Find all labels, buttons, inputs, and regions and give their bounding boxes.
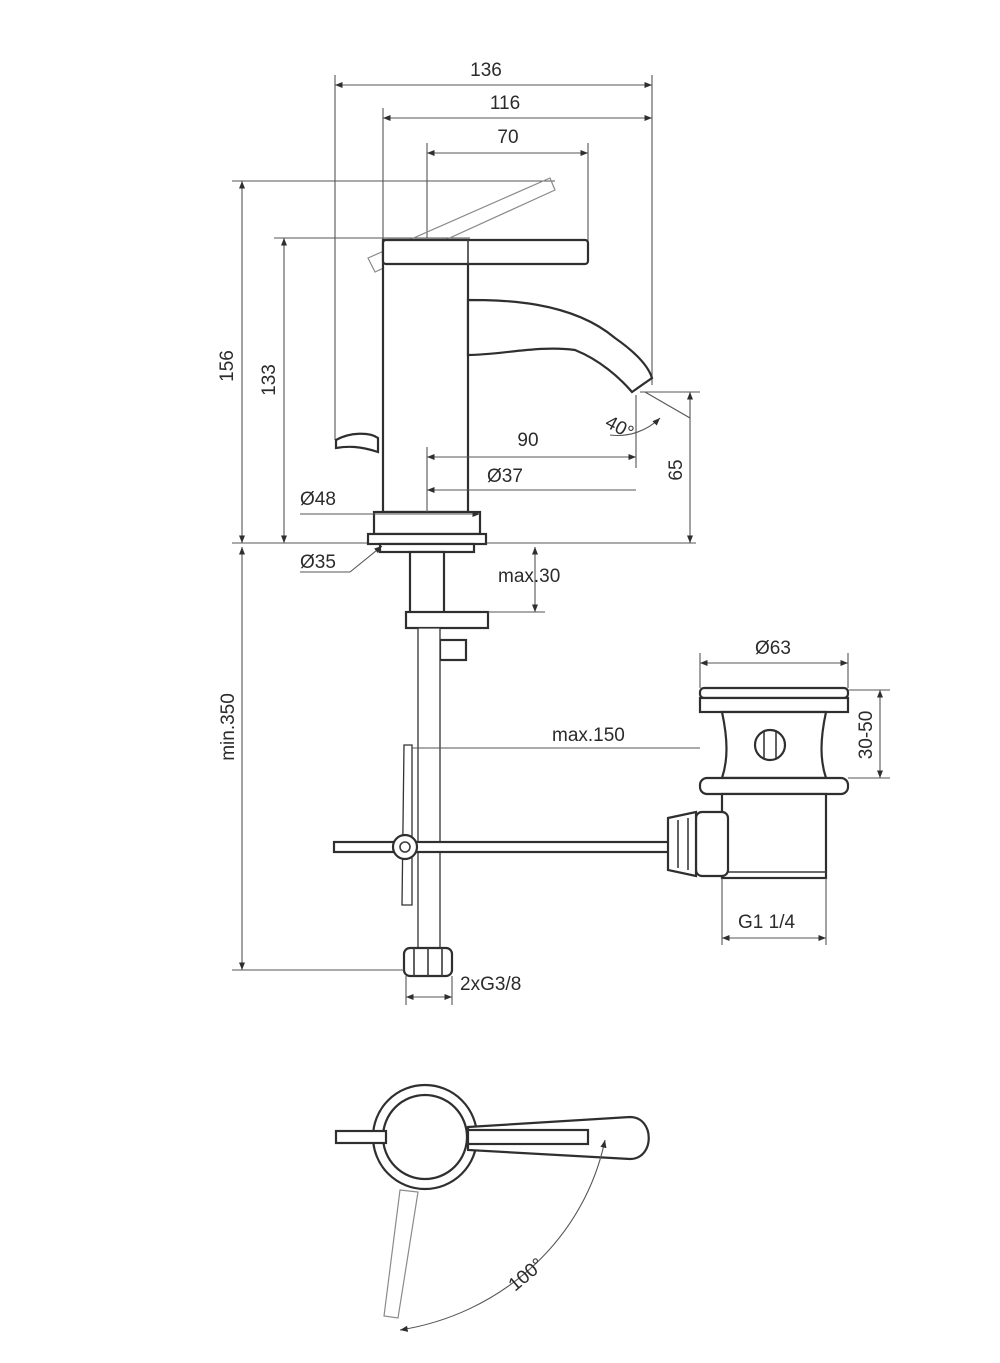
dimension-dia37: Ø37 <box>427 466 636 494</box>
dimension-90-label: 90 <box>517 430 538 451</box>
g1-1-4-label: G1 1/4 <box>738 912 795 933</box>
hose-1 <box>417 627 441 949</box>
dimension-136-label: 136 <box>470 60 502 81</box>
min350-label: min.350 <box>218 693 239 761</box>
dimension-dia35: Ø35 <box>300 545 383 573</box>
dimension-min350: min.350 <box>218 547 404 971</box>
max30-label: max.30 <box>498 566 560 587</box>
dimension-136: 136 <box>334 60 653 440</box>
fixing-nut <box>438 638 468 662</box>
dia35-label: Ø35 <box>300 552 336 573</box>
g3-8-label: 2xG3/8 <box>460 974 521 995</box>
linkage-nut <box>666 810 698 878</box>
30-50-label: 30-50 <box>856 711 877 760</box>
angle-40-label: 40° <box>602 412 637 444</box>
popup-linkage <box>332 833 676 861</box>
dimension-133: 133 <box>259 237 470 543</box>
shank <box>408 550 446 616</box>
dimension-max150: max.150 <box>440 725 700 749</box>
waste-drain <box>666 686 850 880</box>
dimension-dia63: Ø63 <box>699 638 849 688</box>
popup-horizontal-rod <box>332 840 676 854</box>
faucet-spout <box>466 298 654 394</box>
base-plate <box>366 532 488 546</box>
base-gasket <box>378 542 476 554</box>
top-view-lever <box>466 1128 590 1146</box>
faucet-top-view: 100° <box>334 1083 650 1332</box>
popup-rod-vertical <box>401 744 413 906</box>
drain-tail <box>720 792 828 880</box>
dimension-116: 116 <box>382 93 652 240</box>
dimension-65-label: 65 <box>666 459 687 480</box>
fixing-plate <box>404 610 490 630</box>
top-view-body-inner <box>381 1093 469 1181</box>
dimension-angle-40: 40° <box>602 391 691 444</box>
top-view-lever-ghost <box>383 1189 419 1319</box>
overflow-hole <box>753 728 787 762</box>
dimension-70: 70 <box>426 127 589 260</box>
faucet-side-view <box>334 177 654 554</box>
faucet-body <box>381 238 470 514</box>
dimension-30-50: 30-50 <box>848 689 890 779</box>
hose-connector-nut <box>402 946 454 978</box>
dimension-133-label: 133 <box>259 364 280 396</box>
drain-nut <box>698 776 850 796</box>
base-ring <box>372 510 482 536</box>
drain-flange <box>698 696 850 714</box>
lever-open-ghost <box>367 177 556 273</box>
flexible-hoses <box>401 627 441 949</box>
dia63-label: Ø63 <box>755 638 791 659</box>
top-view-rod <box>334 1129 388 1145</box>
dimension-156-label: 156 <box>217 350 238 382</box>
threaded-shank <box>404 550 490 662</box>
popup-rod-handle <box>334 432 380 454</box>
dimension-g1-1-4: G1 1/4 <box>721 878 827 945</box>
dimension-dia48: Ø48 <box>300 489 480 518</box>
angle-100-label: 100° <box>505 1254 549 1295</box>
dimension-max30: max.30 <box>488 547 560 613</box>
dia37-label: Ø37 <box>487 466 523 487</box>
rod-clamp <box>391 833 419 861</box>
dimension-116-label: 116 <box>490 93 520 114</box>
linkage-coupling <box>694 810 730 878</box>
dimension-156: 156 <box>217 180 555 543</box>
drain-cap <box>698 686 850 700</box>
dimension-70-label: 70 <box>497 127 518 148</box>
dimension-90: 90 <box>426 395 637 512</box>
dimension-65: 65 <box>640 391 700 543</box>
dia48-label: Ø48 <box>300 489 336 510</box>
max150-label: max.150 <box>552 725 625 746</box>
dimension-g3-8: 2xG3/8 <box>405 974 521 1005</box>
faucet-lever <box>381 238 590 266</box>
